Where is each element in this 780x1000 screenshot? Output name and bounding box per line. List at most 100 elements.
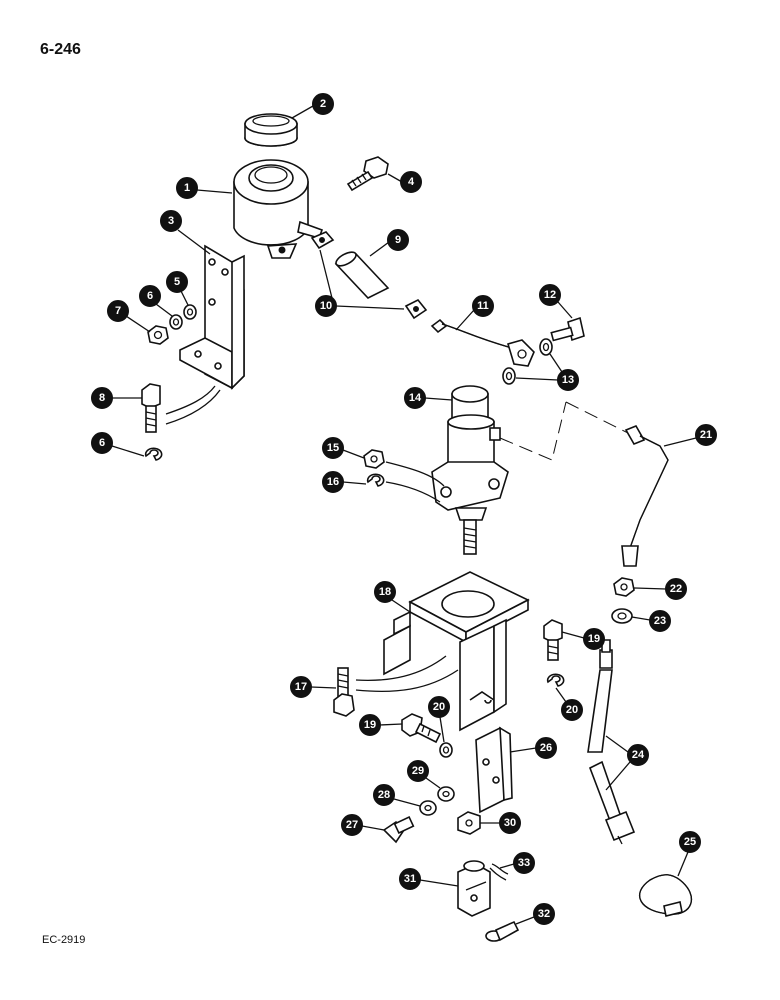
callout-28: 28 — [373, 784, 421, 807]
callout-label: 19 — [588, 633, 600, 645]
callout-label: 27 — [346, 819, 358, 831]
callout-label: 28 — [378, 789, 390, 801]
callout-24: 24 — [605, 735, 649, 791]
callout-5: 5 — [166, 271, 189, 306]
split-pin — [489, 863, 509, 881]
callout-label: 12 — [544, 289, 556, 301]
rubber-hose — [334, 251, 390, 299]
callout-26: 26 — [509, 737, 557, 759]
callout-label: 6 — [99, 437, 105, 449]
cylinder-mounting-plate — [383, 571, 530, 732]
mounting-bracket — [179, 244, 245, 390]
hose-clamp — [310, 231, 335, 250]
callout-7: 7 — [107, 300, 151, 333]
lock-washer-plate — [546, 673, 565, 687]
master-cylinder — [431, 385, 509, 555]
callout-6-lower: 6 — [91, 432, 145, 457]
clevis-pin — [485, 920, 520, 942]
callout-label: 11 — [477, 300, 489, 312]
callout-4: 4 — [387, 171, 422, 193]
callout-label: 16 — [327, 476, 339, 488]
hex-nut-line — [613, 577, 635, 597]
callout-30: 30 — [480, 812, 521, 834]
sealing-washer-lower — [502, 367, 516, 385]
callout-1: 1 — [176, 177, 233, 199]
callout-label: 33 — [518, 857, 530, 869]
callout-11: 11 — [455, 295, 494, 331]
sealing-washer — [539, 338, 553, 356]
callouts: 1 2 3 4 5 — [91, 93, 717, 925]
hex-nut-cylinder — [363, 449, 445, 487]
callout-label: 5 — [174, 276, 180, 288]
callout-label: 1 — [184, 182, 190, 194]
callout-label: 6 — [147, 290, 153, 302]
callout-label: 23 — [654, 615, 666, 627]
callout-20-left: 20 — [428, 696, 450, 743]
lock-washer-cylinder — [366, 473, 441, 503]
callout-10: 10 — [315, 249, 405, 317]
callout-17: 17 — [290, 676, 337, 698]
copper-washer — [611, 608, 633, 624]
callout-label: 13 — [562, 374, 574, 386]
callout-18: 18 — [374, 581, 411, 613]
reservoir-cap — [244, 113, 298, 147]
callout-label: 9 — [395, 234, 401, 246]
callout-15: 15 — [322, 437, 365, 459]
hex-bolt-plate — [543, 619, 563, 661]
callout-33: 33 — [499, 852, 535, 874]
callout-2: 2 — [291, 93, 334, 119]
fluid-reservoir — [233, 159, 324, 259]
callout-label: 17 — [295, 681, 307, 693]
callout-label: 3 — [168, 215, 174, 227]
callout-16: 16 — [322, 471, 367, 493]
callout-8: 8 — [91, 387, 142, 409]
callout-19-right: 19 — [561, 628, 605, 650]
hydraulic-pipe — [430, 318, 535, 367]
callout-21: 21 — [663, 424, 717, 447]
clevis — [457, 860, 491, 917]
callout-label: 26 — [540, 742, 552, 754]
plain-washer — [419, 800, 437, 816]
callout-label: 20 — [566, 704, 578, 716]
spring-washer — [437, 786, 455, 802]
callout-label: 32 — [538, 908, 550, 920]
callout-29: 29 — [407, 760, 441, 789]
lock-washer-left — [439, 742, 453, 758]
callout-label: 19 — [364, 719, 376, 731]
locknut — [457, 811, 481, 835]
callout-label: 31 — [404, 873, 416, 885]
bolt-left — [401, 713, 442, 744]
callout-label: 10 — [320, 300, 332, 312]
page-number: 6-246 — [40, 41, 81, 58]
callout-32: 32 — [515, 903, 555, 925]
callout-label: 29 — [412, 765, 424, 777]
spring-clip — [638, 874, 692, 917]
callout-label: 8 — [99, 392, 105, 404]
lock-washer — [169, 314, 183, 330]
callout-13: 13 — [515, 353, 579, 391]
callout-9: 9 — [369, 229, 409, 257]
flexible-brake-hose — [587, 639, 636, 845]
callout-label: 30 — [504, 817, 516, 829]
long-bolt — [333, 655, 459, 717]
callout-label: 2 — [320, 98, 326, 110]
callout-label: 14 — [409, 392, 422, 404]
callout-label: 24 — [632, 749, 645, 761]
split-lock-washer — [144, 447, 163, 461]
callout-label: 4 — [408, 176, 415, 188]
callout-20-right: 20 — [555, 687, 583, 721]
callout-31: 31 — [399, 868, 459, 890]
hex-nut — [147, 325, 169, 345]
banjo-bolt — [550, 316, 585, 342]
clevis-plate — [475, 726, 513, 814]
reference-code: EC-2919 — [42, 934, 86, 946]
callout-label: 21 — [700, 429, 712, 441]
callout-19-left: 19 — [359, 714, 403, 736]
callout-27: 27 — [341, 814, 385, 836]
callout-label: 15 — [327, 442, 339, 454]
callout-22: 22 — [633, 578, 687, 600]
hose-clamp-lower — [404, 298, 428, 320]
callout-25: 25 — [677, 831, 701, 877]
callout-label: 25 — [684, 836, 696, 848]
